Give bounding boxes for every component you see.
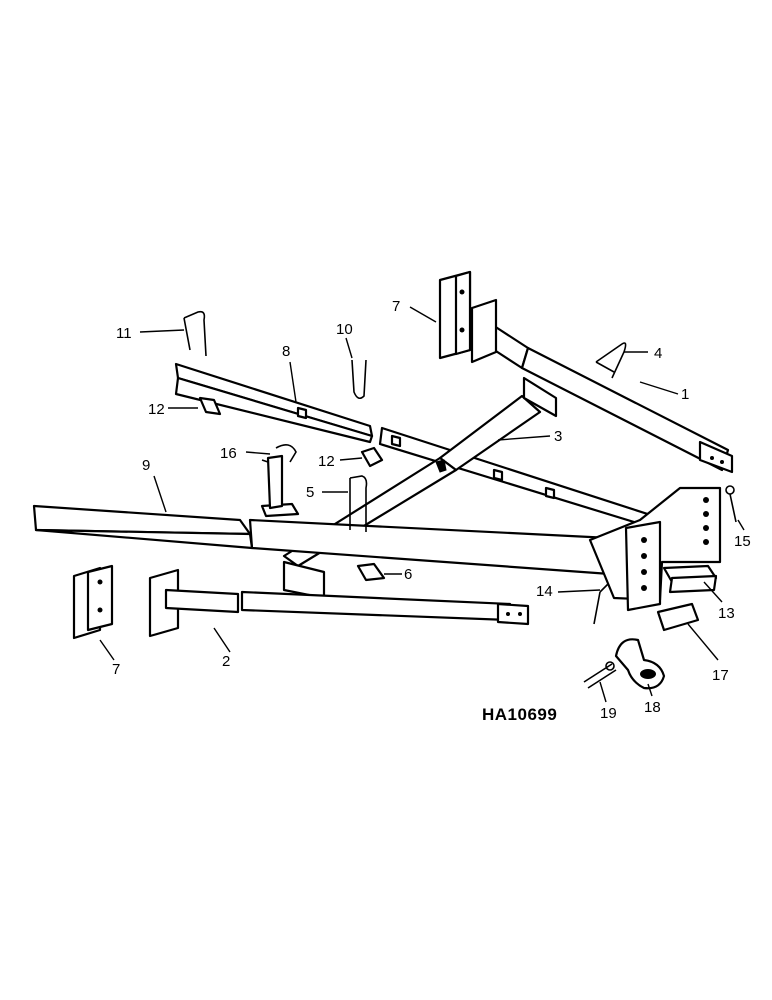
frame-rail-left-long xyxy=(32,504,612,576)
callout-13: 13 xyxy=(718,605,735,622)
reference-code: HA10699 xyxy=(482,705,557,724)
callout-5: 5 xyxy=(306,484,314,501)
callout-3: 3 xyxy=(554,428,562,445)
callout-18: 18 xyxy=(644,699,661,716)
callout-labels: 1 2 3 4 5 6 7 7 8 9 10 11 12 12 13 14 15… xyxy=(112,298,751,722)
clamp-bracket-upper xyxy=(438,270,472,360)
callout-12-center: 12 xyxy=(318,453,335,470)
callout-12-left: 12 xyxy=(148,401,165,418)
callout-8: 8 xyxy=(282,343,290,360)
callout-10: 10 xyxy=(336,321,353,338)
pin-19 xyxy=(583,661,617,689)
callout-15: 15 xyxy=(734,533,751,550)
callout-6: 6 xyxy=(404,566,412,583)
u-bolt-mid xyxy=(349,475,368,532)
callout-7-lower: 7 xyxy=(112,661,120,678)
hitch-eye xyxy=(614,638,666,690)
small-plate-center xyxy=(360,446,384,468)
frame-rail-lower xyxy=(148,568,530,638)
callout-19: 19 xyxy=(600,705,617,722)
jack-stand xyxy=(260,444,300,518)
clamp-bracket-lower xyxy=(72,564,114,640)
callout-16: 16 xyxy=(220,445,237,462)
callout-17: 17 xyxy=(712,667,729,684)
small-plate-left xyxy=(198,396,222,416)
eye-bolt xyxy=(725,485,737,523)
hitch-plate-assembly xyxy=(588,486,722,612)
frame-rail-right xyxy=(470,298,734,474)
u-bolt-center xyxy=(351,359,367,400)
leader-lines xyxy=(99,306,745,703)
callout-14: 14 xyxy=(536,583,553,600)
u-bolt-left xyxy=(183,310,207,357)
callout-1: 1 xyxy=(681,386,689,403)
callout-9: 9 xyxy=(142,457,150,474)
clevis xyxy=(656,602,700,632)
pin-14 xyxy=(593,583,609,625)
u-bolt-right xyxy=(595,342,627,379)
callout-11: 11 xyxy=(116,325,132,342)
callout-2: 2 xyxy=(222,653,230,670)
small-plate-lower xyxy=(356,562,386,582)
callout-4: 4 xyxy=(654,345,662,362)
hitch-tongue xyxy=(662,564,718,594)
callout-7-upper: 7 xyxy=(392,298,400,315)
